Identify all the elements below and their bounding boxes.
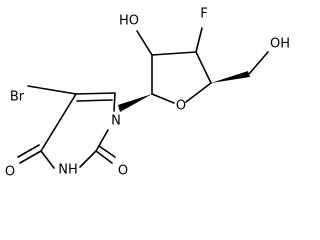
atom-label-f: F: [200, 7, 207, 22]
pyrimidine-ring: [40, 92, 116, 169]
atom-label-nh: NH: [58, 163, 78, 178]
bond-c5-c5prime: [248, 51, 269, 75]
bond-o-c1: [151, 93, 175, 104]
bond-c3-c4: [195, 51, 212, 84]
atom-label-o-c4: O: [5, 165, 15, 180]
bond-c3-f: [195, 27, 203, 53]
atom-label-o-c2: O: [118, 164, 128, 179]
bond-c2-c3: [151, 51, 197, 56]
atom-label-br: Br: [10, 90, 25, 105]
bond-c5-br: [27, 85, 77, 95]
bond-c4-o: [19, 150, 42, 164]
bond-c4-o: [185, 82, 212, 103]
atom-label-n1: N: [111, 114, 121, 129]
bond-n1-c1prime-wedge: [118, 94, 152, 112]
atom-label-oh: OH: [270, 37, 290, 52]
background: [0, 0, 297, 193]
atom-label-ring-o: O: [176, 99, 186, 114]
bond-c2-n3: [79, 150, 97, 168]
bond-c4-c5: [40, 93, 77, 152]
bond-c4-c5prime-wedge: [211, 71, 250, 83]
structure-canvas: Br N NH O O O HO F OH: [0, 0, 297, 193]
molecule-diagram: Br N NH O O O HO F OH: [0, 0, 297, 193]
bond-c2-o: [95, 150, 113, 164]
atom-label-ho: HO: [119, 14, 139, 29]
bond-c2-oh: [136, 30, 153, 56]
bond-c5-c6: [75, 92, 116, 95]
bond-c6-n1: [113, 92, 116, 112]
bond-c2-o-double: [98, 145, 116, 158]
bond-n3-c4: [40, 150, 55, 169]
bond-n1-c2: [95, 129, 109, 152]
furanose-substituents: [136, 27, 269, 83]
pyrimidine-substituents: [17, 85, 116, 164]
furanose-ring: [151, 51, 212, 104]
bond-c5-c6-double: [76, 99, 113, 102]
bond-c4-o-double: [17, 144, 40, 158]
atom-labels: Br N NH O O O HO F OH: [5, 7, 290, 180]
